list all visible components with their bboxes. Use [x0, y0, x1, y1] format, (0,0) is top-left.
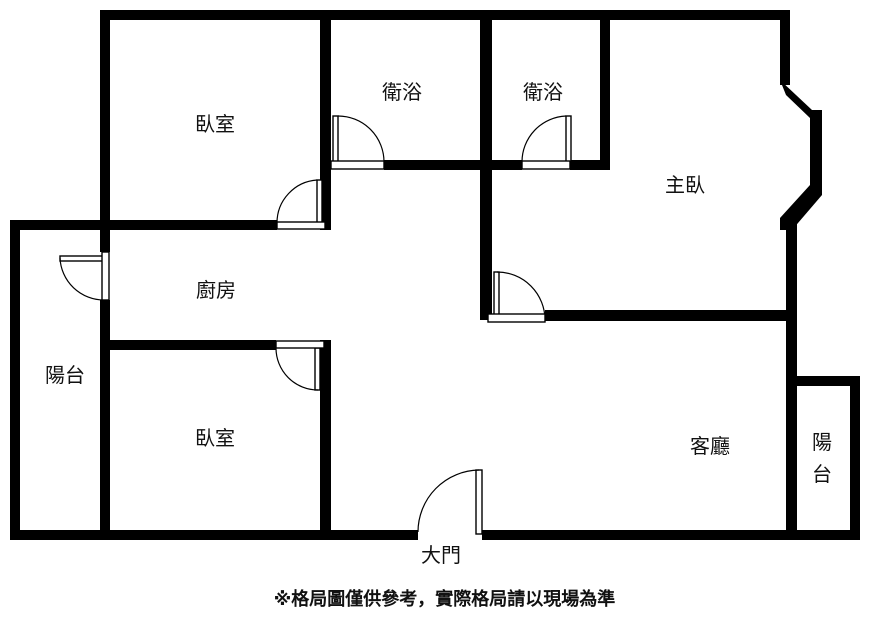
door-bathroom1	[332, 115, 339, 163]
label-bathroom-1: 衛浴	[382, 80, 422, 104]
wall-bedroom1-bottom	[100, 220, 277, 230]
door-bedroom2	[314, 347, 321, 391]
wall-balcony-top	[10, 220, 110, 230]
door-sill-bedroom2	[275, 340, 325, 349]
door-bedroom1	[316, 179, 323, 224]
wall-upper-left	[100, 10, 110, 230]
wall-master-bottom	[545, 310, 797, 321]
wall-upper-right	[780, 10, 790, 85]
wall-bottom-left	[10, 530, 418, 540]
wall-top	[100, 10, 790, 20]
door-sill-bathroom2	[521, 160, 571, 170]
door-arc-balcony-left	[59, 257, 105, 301]
wall-master-left	[480, 160, 492, 320]
label-balcony-right-line2: 台	[812, 462, 832, 486]
door-arc-master-bedroom	[496, 271, 546, 321]
doors	[59, 115, 572, 535]
door-arc-bathroom1	[337, 115, 385, 163]
wall-bath-divider	[480, 10, 492, 170]
label-balcony-right-line1: 陽	[812, 430, 832, 454]
label-bathroom-2: 衛浴	[523, 80, 563, 104]
wall-bath2-bottom-right	[570, 160, 610, 170]
wall-far-left	[10, 220, 20, 540]
floor-plan: 臥室 衛浴 衛浴 主臥 廚房 陽台 臥室 客廳 陽 台 大門	[10, 10, 860, 567]
label-master-bedroom: 主臥	[665, 173, 705, 197]
wall-bedroom2-top	[100, 340, 276, 350]
door-master-bedroom	[493, 271, 500, 321]
wall-bedroom1-right-stub	[320, 178, 331, 230]
wall-right-balcony-top	[786, 376, 860, 386]
label-living-room: 客廳	[690, 434, 730, 458]
wall-bedroom2-right	[320, 340, 331, 540]
room-labels: 臥室 衛浴 衛浴 主臥 廚房 陽台 臥室 客廳 陽 台 大門	[45, 80, 832, 567]
door-sill-balcony-left	[101, 251, 110, 301]
door-arc-main-entrance	[417, 469, 480, 533]
outer-walls	[10, 10, 860, 540]
wall-kitchen-left-bottom	[100, 300, 110, 540]
wall-bedroom1-right-upper	[320, 10, 331, 178]
label-bedroom-2: 臥室	[195, 426, 235, 450]
door-sill-master-bedroom	[487, 313, 546, 323]
door-balcony-left	[59, 255, 107, 262]
label-kitchen: 廚房	[196, 278, 236, 302]
door-arc-bathroom2	[521, 115, 567, 163]
wall-bay-window	[780, 80, 822, 230]
label-bedroom-1: 臥室	[195, 112, 235, 136]
wall-right-balcony-side	[850, 376, 860, 540]
disclaimer-note: ※格局圖僅供參考，實際格局請以現場為準	[273, 589, 616, 610]
label-balcony-left: 陽台	[45, 363, 85, 387]
wall-bath2-bottom-left	[480, 160, 522, 170]
door-sill-bedroom1	[276, 221, 326, 230]
wall-kitchen-left-top	[100, 220, 110, 252]
wall-bath1-bottom	[384, 160, 482, 170]
label-main-entrance: 大門	[421, 543, 461, 567]
door-arc-bedroom2	[275, 347, 319, 391]
interior-walls	[100, 10, 797, 540]
wall-bath2-right	[600, 10, 610, 170]
door-sill-bathroom1	[330, 160, 385, 170]
door-main-entrance	[475, 469, 483, 535]
door-arc-bedroom1	[276, 179, 318, 224]
door-bathroom2	[565, 115, 572, 163]
wall-bottom-right	[482, 530, 860, 540]
